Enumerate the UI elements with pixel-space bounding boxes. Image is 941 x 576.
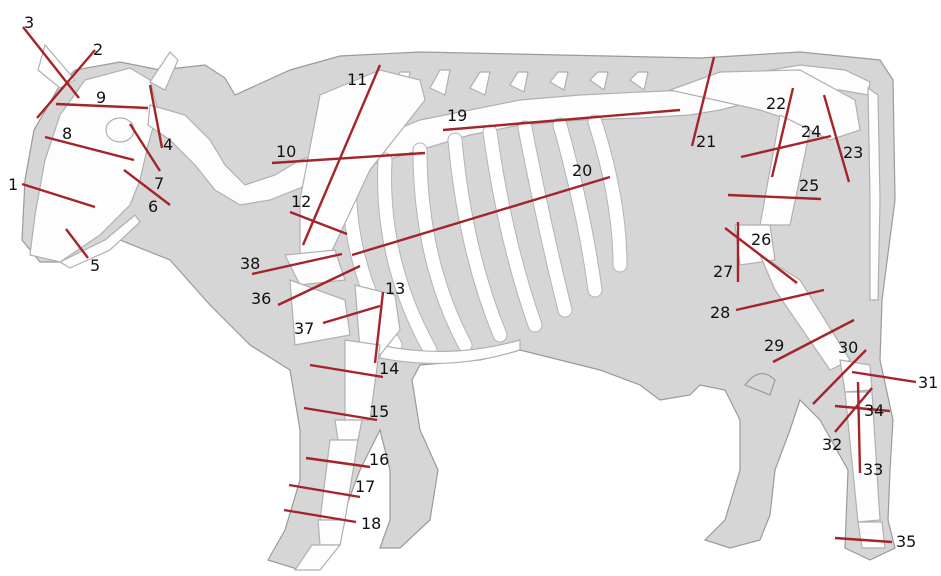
label-2: 2 xyxy=(93,40,103,59)
label-22: 22 xyxy=(766,94,786,113)
label-26: 26 xyxy=(751,230,771,249)
label-32: 32 xyxy=(822,435,842,454)
label-17: 17 xyxy=(355,477,375,496)
label-34: 34 xyxy=(864,401,884,420)
label-29: 29 xyxy=(764,336,784,355)
label-36: 36 xyxy=(251,289,271,308)
label-30: 30 xyxy=(838,338,858,357)
label-1: 1 xyxy=(8,175,18,194)
label-8: 8 xyxy=(62,124,72,143)
label-21: 21 xyxy=(696,132,716,151)
label-38: 38 xyxy=(240,254,260,273)
label-4: 4 xyxy=(163,135,173,154)
label-37: 37 xyxy=(294,319,314,338)
label-20: 20 xyxy=(572,161,592,180)
label-25: 25 xyxy=(799,176,819,195)
leader-line-3 xyxy=(23,27,79,98)
label-23: 23 xyxy=(843,143,863,162)
label-19: 19 xyxy=(447,106,467,125)
label-33: 33 xyxy=(863,460,883,479)
label-35: 35 xyxy=(896,532,916,551)
label-15: 15 xyxy=(369,402,389,421)
label-16: 16 xyxy=(369,450,389,469)
label-12: 12 xyxy=(291,192,311,211)
label-3: 3 xyxy=(24,13,34,32)
label-9: 9 xyxy=(96,88,106,107)
label-10: 10 xyxy=(276,142,296,161)
label-28: 28 xyxy=(710,303,730,322)
label-11: 11 xyxy=(347,70,367,89)
label-31: 31 xyxy=(918,373,938,392)
label-27: 27 xyxy=(713,262,733,281)
label-14: 14 xyxy=(379,359,399,378)
label-6: 6 xyxy=(148,197,158,216)
label-5: 5 xyxy=(90,256,100,275)
label-13: 13 xyxy=(385,279,405,298)
label-24: 24 xyxy=(801,122,821,141)
label-18: 18 xyxy=(361,514,381,533)
label-7: 7 xyxy=(154,174,164,193)
